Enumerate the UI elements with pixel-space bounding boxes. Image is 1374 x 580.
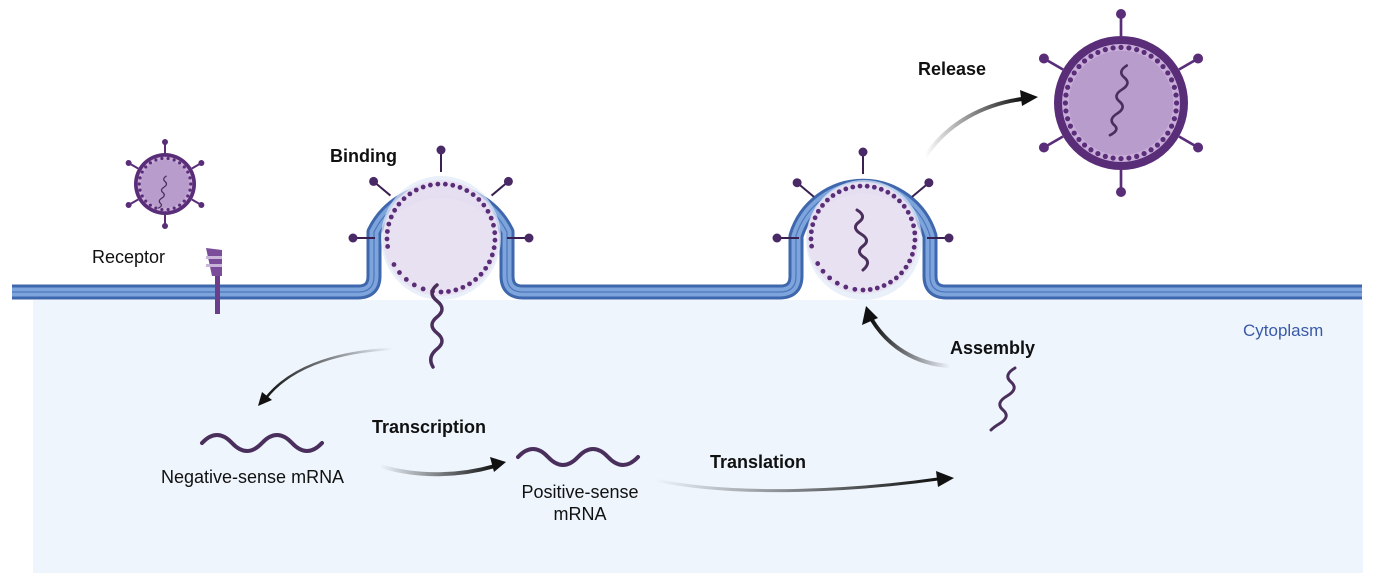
- transcription-arrow: [379, 457, 506, 477]
- positive-mrna-label: Positive-sense mRNA: [512, 481, 648, 525]
- budding-virion-icon: [772, 147, 954, 294]
- genome-rna-strand: [429, 283, 444, 369]
- translation-label: Translation: [710, 452, 807, 472]
- assembly-rna-strand: [989, 366, 1017, 432]
- positive-mrna-wave: [516, 447, 640, 467]
- positive-mrna-label-line1: Positive-sense: [521, 482, 639, 502]
- receptor-icon: [206, 248, 222, 314]
- assembly-arrow: [862, 306, 951, 368]
- released-virus-icon: [1038, 9, 1204, 197]
- assembly-label: Assembly: [950, 338, 1036, 358]
- transcription-label: Transcription: [372, 417, 487, 437]
- negative-mrna-label: Negative-sense mRNA: [161, 467, 345, 487]
- positive-mrna-label-line2: mRNA: [553, 504, 607, 524]
- negative-mrna-wave: [200, 433, 324, 453]
- translation-arrow: [654, 471, 954, 493]
- release-arrow: [923, 90, 1038, 159]
- binding-virion-icon: [348, 145, 534, 296]
- cytoplasm-label: Cytoplasm: [1243, 321, 1324, 340]
- receptor-label: Receptor: [92, 247, 166, 267]
- uncoating-arrow: [258, 347, 393, 406]
- binding-label: Binding: [330, 146, 397, 166]
- cytoplasm-region: [33, 300, 1363, 573]
- cell-membrane: [12, 178, 1362, 300]
- release-label: Release: [918, 59, 987, 79]
- free-virus-icon: [125, 139, 205, 229]
